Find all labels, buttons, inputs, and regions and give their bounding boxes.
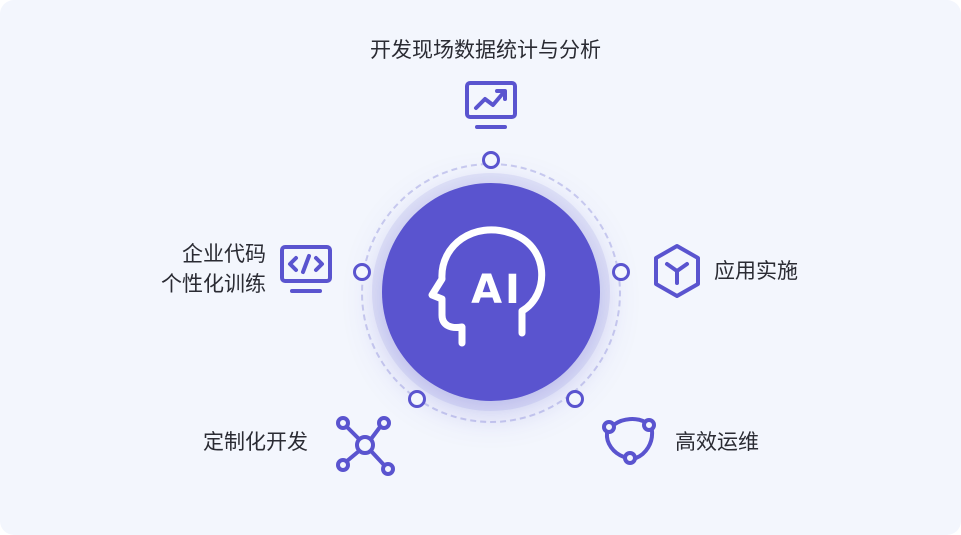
cube-icon [654, 244, 700, 298]
ai-core-circle: AI [382, 183, 600, 401]
feature-label-training-line2: 个性化训练 [161, 272, 266, 296]
cycle-icon [602, 417, 656, 465]
ring-node-top [482, 151, 500, 169]
network-icon [336, 416, 395, 476]
chart-monitor-icon [465, 81, 517, 129]
feature-label-custom-dev: 定制化开发 [203, 430, 308, 454]
feature-label-implementation: 应用实施 [714, 259, 798, 283]
code-monitor-icon [280, 245, 332, 293]
feature-label-data-analysis: 开发现场数据统计与分析 [370, 38, 601, 62]
feature-label-training: 企业代码 个性化训练 [140, 239, 266, 299]
ring-node-right [612, 263, 630, 281]
ring-node-bottom-left [408, 390, 426, 408]
ring-node-left [353, 263, 371, 281]
feature-label-training-line1: 企业代码 [182, 242, 266, 266]
ai-head-icon [428, 226, 546, 347]
ring-node-bottom-right [566, 390, 584, 408]
feature-label-operations: 高效运维 [675, 430, 759, 454]
ai-label: AI [471, 267, 523, 313]
